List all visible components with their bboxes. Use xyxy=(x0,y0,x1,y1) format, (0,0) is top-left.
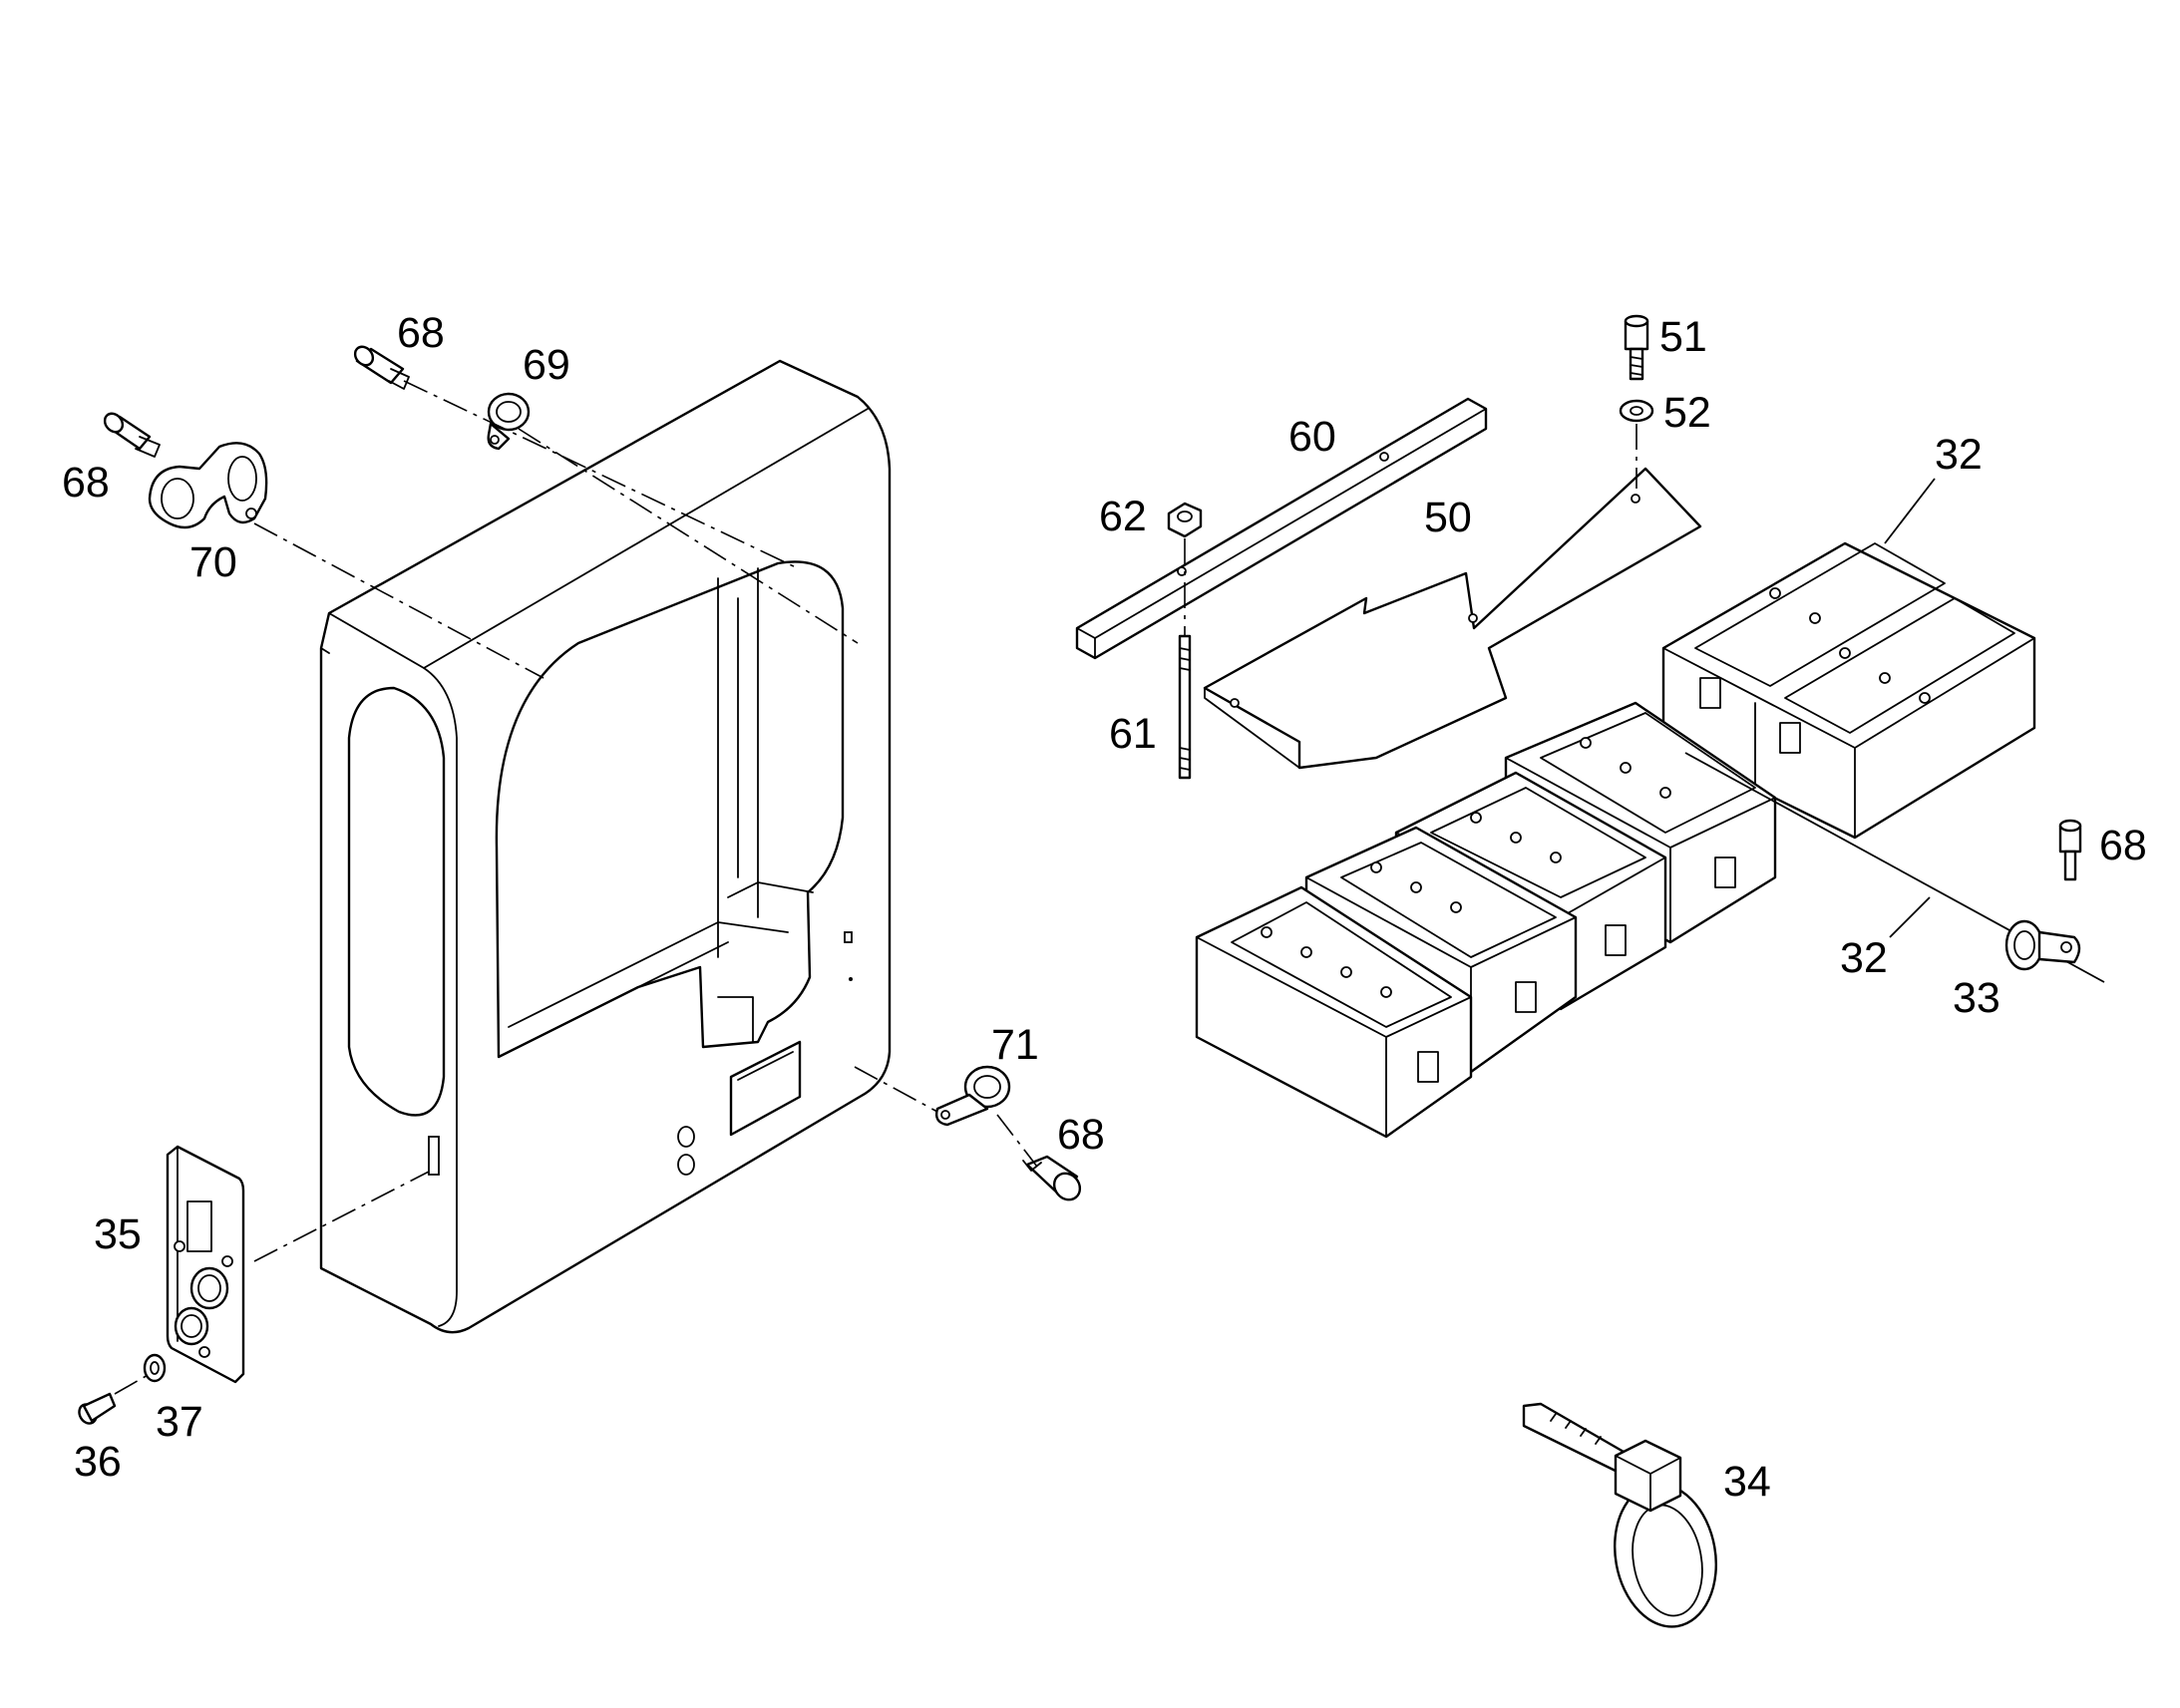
leader-lines xyxy=(1884,478,1936,938)
screw-68-left xyxy=(103,412,161,458)
stud-61 xyxy=(1178,634,1192,780)
label-70: 70 xyxy=(189,538,237,586)
label-68-top: 68 xyxy=(397,309,445,357)
clamp-71 xyxy=(934,1065,1011,1127)
label-37: 37 xyxy=(156,1398,203,1446)
screw-36 xyxy=(78,1392,117,1425)
screw-51 xyxy=(1624,314,1649,381)
battery-terminals xyxy=(1261,587,1931,998)
label-68-right: 68 xyxy=(2099,822,2147,869)
label-36: 36 xyxy=(74,1438,122,1486)
callout-labels: 68 69 68 70 35 36 37 71 68 60 62 61 50 5… xyxy=(62,309,2147,1506)
nut-62 xyxy=(1167,502,1203,538)
alignment-lines xyxy=(114,380,1637,1395)
washer-37 xyxy=(143,1353,167,1383)
cable-tie-34 xyxy=(1522,1402,1718,1628)
label-60: 60 xyxy=(1288,413,1336,461)
label-51: 51 xyxy=(1659,313,1707,361)
washer-52 xyxy=(1619,399,1654,423)
label-35: 35 xyxy=(94,1210,142,1258)
battery-group xyxy=(1195,541,2036,1139)
label-71: 71 xyxy=(991,1021,1039,1069)
cover-plate-35 xyxy=(166,1145,245,1384)
label-32-top: 32 xyxy=(1935,431,1983,479)
double-clamp-70 xyxy=(148,442,268,529)
screw-68-right xyxy=(2058,819,2082,881)
label-52: 52 xyxy=(1663,389,1711,437)
label-68-left: 68 xyxy=(62,459,110,507)
base-plate-50 xyxy=(1203,467,1702,770)
label-50: 50 xyxy=(1424,494,1472,541)
label-68-mid: 68 xyxy=(1057,1111,1105,1159)
clamp-69 xyxy=(487,392,531,451)
battery-housing xyxy=(319,359,892,1334)
grommet-33 xyxy=(2004,919,2081,971)
label-61: 61 xyxy=(1109,710,1157,758)
support-bar-60 xyxy=(1075,397,1488,660)
label-62: 62 xyxy=(1099,493,1147,540)
label-34: 34 xyxy=(1723,1458,1771,1506)
label-33: 33 xyxy=(1953,974,2000,1022)
screw-68-mid xyxy=(1022,1155,1082,1201)
label-69: 69 xyxy=(523,341,570,389)
label-32-bottom: 32 xyxy=(1840,934,1888,982)
